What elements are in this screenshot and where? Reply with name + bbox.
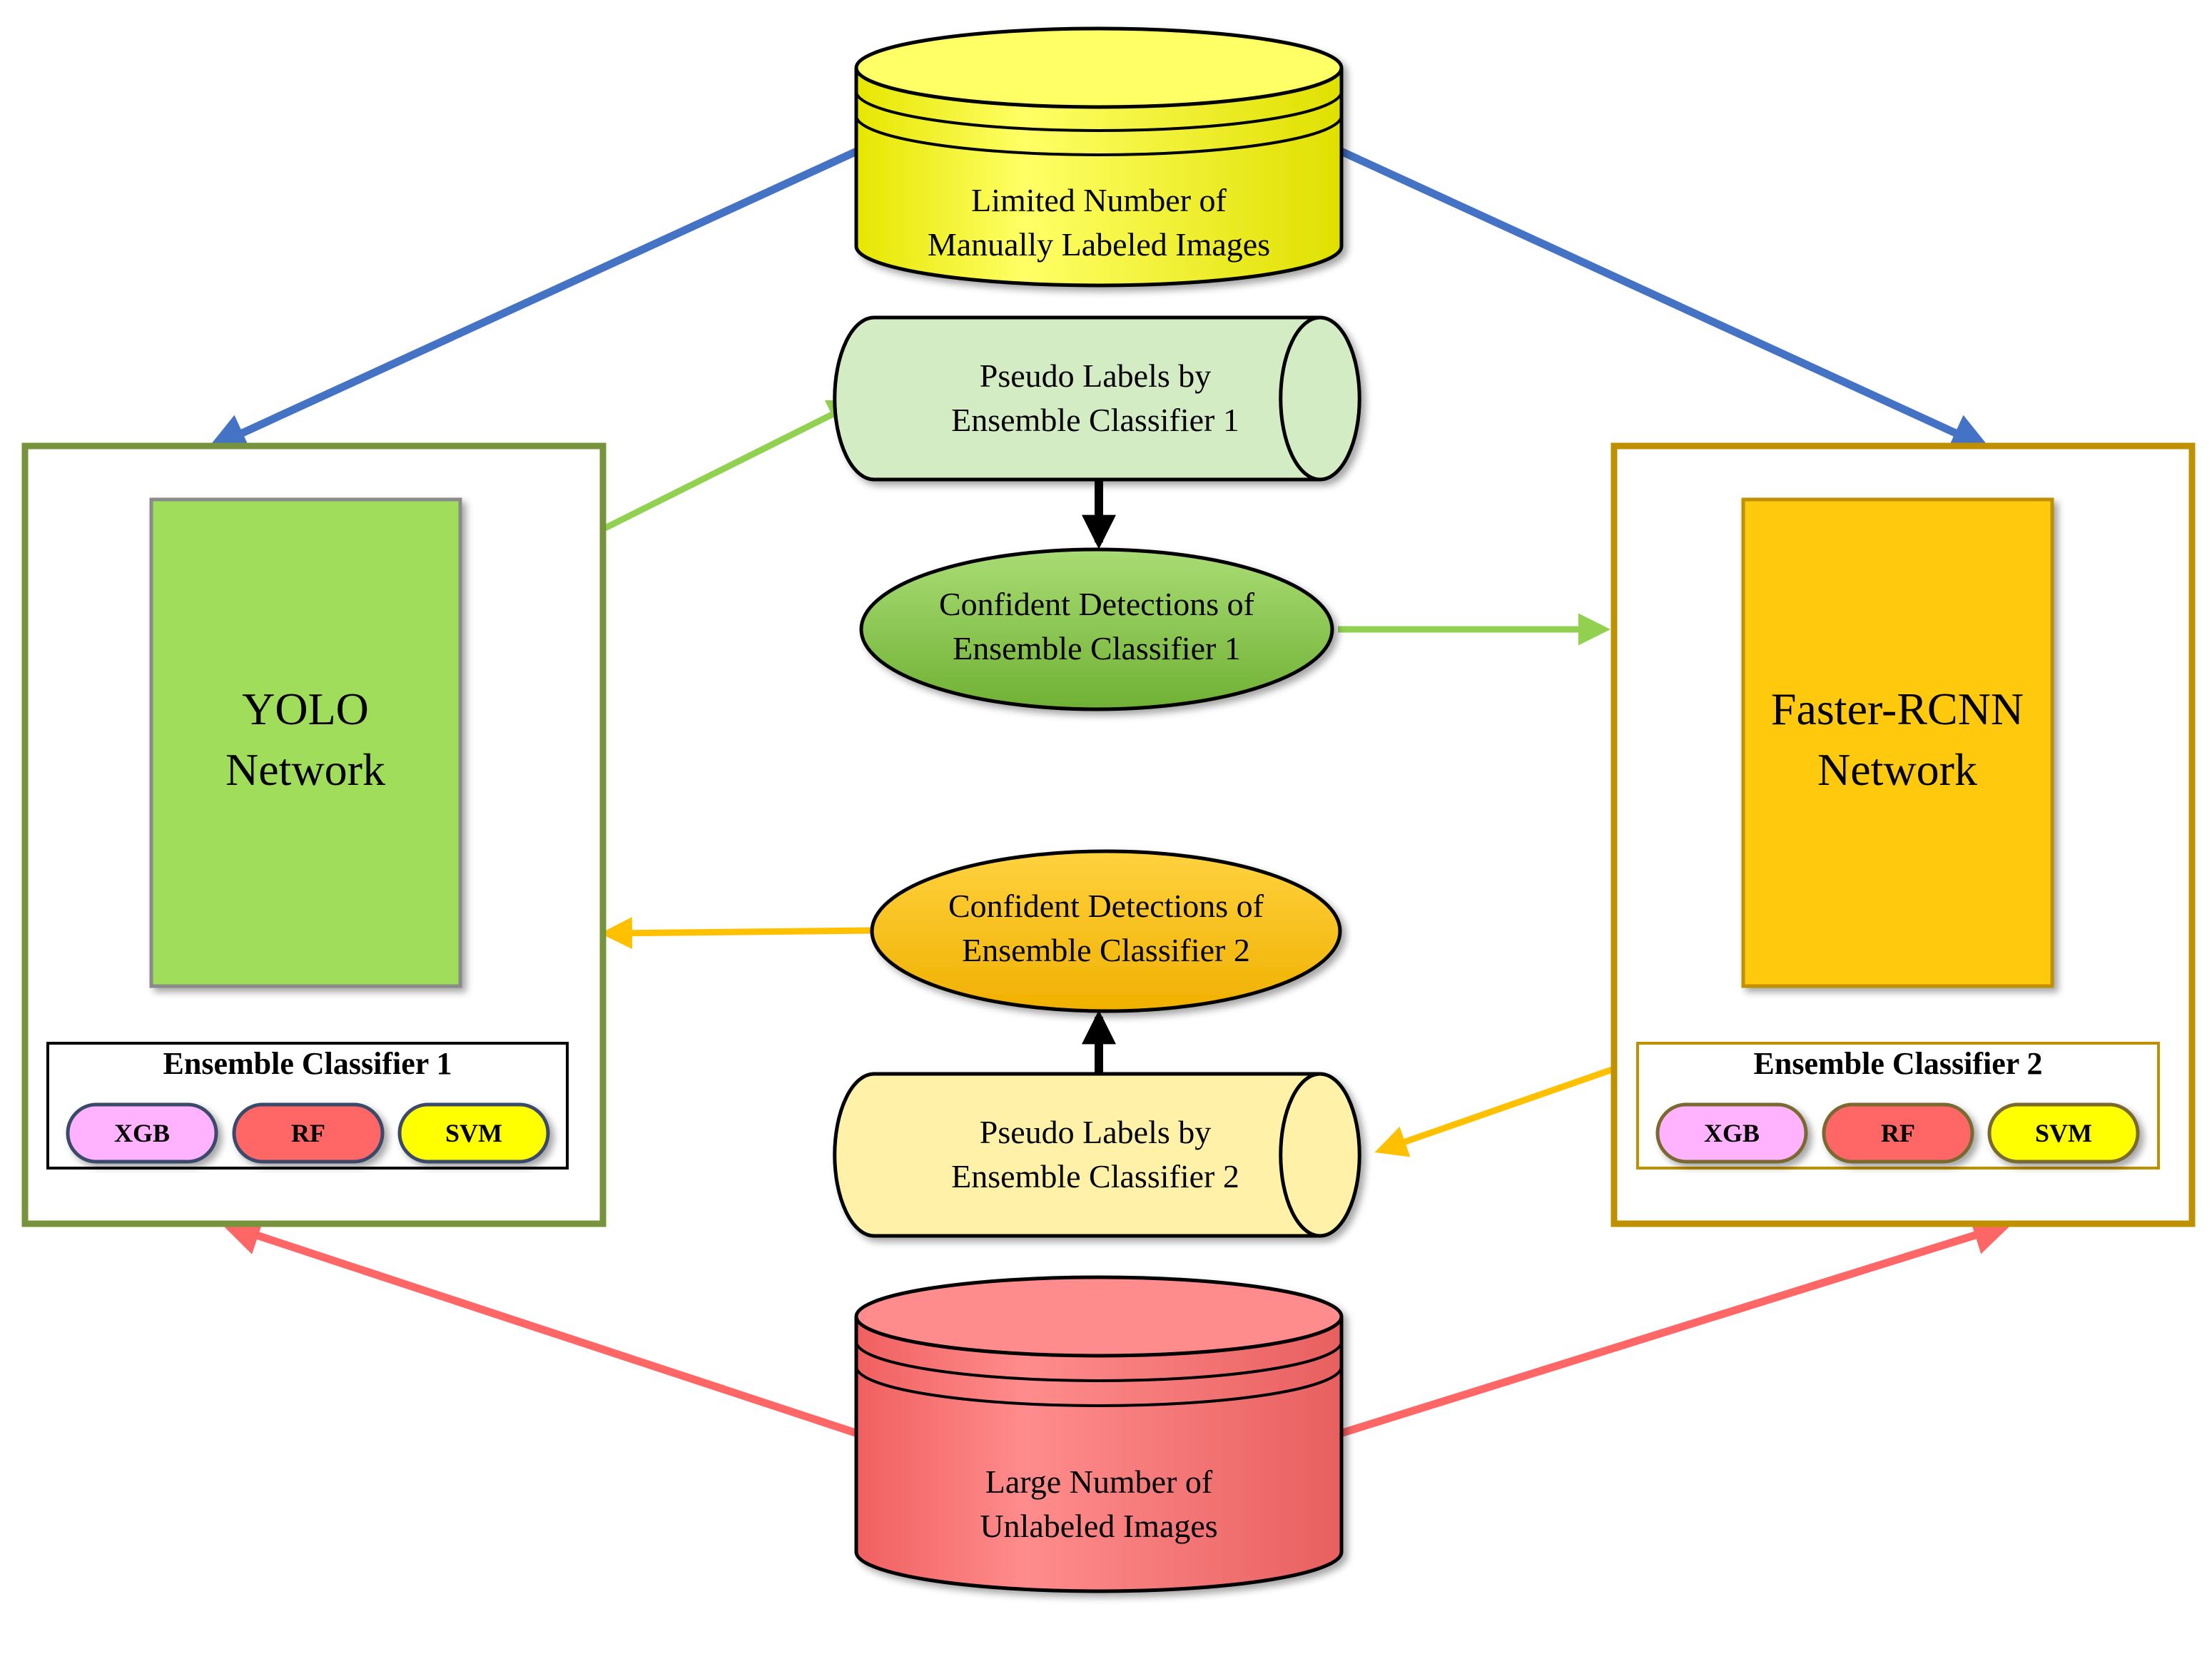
ensemble-classifier-2-title: Ensemble Classifier 2 — [1754, 1046, 2043, 1081]
faster-rcnn-panel: Faster-RCNN Network Ensemble Classifier … — [1610, 442, 2196, 1227]
pseudo-labels-2-line1: Pseudo Labels by — [980, 1114, 1212, 1150]
pseudo-labels-1-line1: Pseudo Labels by — [980, 357, 1212, 394]
arrow-confident2-to-yolo — [600, 917, 873, 950]
pseudo-labels-1: Pseudo Labels by Ensemble Classifier 1 — [833, 315, 1361, 482]
confident-detections-1-line1: Confident Detections of — [939, 586, 1255, 622]
arrow-unlabeled-to-faster — [1336, 1216, 2013, 1439]
labeled-images-line1: Limited Number of — [971, 182, 1227, 218]
classifier-pill-rf-2: RF — [1822, 1102, 1974, 1164]
arrow-labeled-to-faster — [1336, 146, 1991, 451]
classifier-label-svm-1: SVM — [445, 1119, 502, 1147]
confident-detections-2-line2: Ensemble Classifier 2 — [962, 932, 1250, 968]
classifier-pill-xgb-2: XGB — [1655, 1102, 1808, 1164]
labeled-images-line2: Manually Labeled Images — [928, 226, 1270, 263]
labeled-images-database: Limited Number of Manually Labeled Image… — [854, 26, 1344, 288]
pseudo-labels-2-line2: Ensemble Classifier 2 — [951, 1158, 1239, 1194]
classifier-label-xgb-1: XGB — [114, 1119, 170, 1147]
yolo-panel: YOLO Network Ensemble Classifier 1 XGB R… — [21, 442, 607, 1227]
classifier-label-xgb-2: XGB — [1704, 1119, 1760, 1147]
confident-detections-2-line1: Confident Detections of — [948, 888, 1264, 924]
yolo-network-line2: Network — [225, 744, 385, 795]
classifier-pill-svm-1: SVM — [397, 1102, 550, 1164]
arrow-unlabeled-to-yolo — [220, 1217, 861, 1439]
arrow-yolo-to-pseudo1 — [603, 400, 861, 532]
classifier-pill-svm-2: SVM — [1987, 1102, 2140, 1164]
pseudo-labels-2: Pseudo Labels by Ensemble Classifier 2 — [833, 1072, 1361, 1238]
faster-rcnn-network-block — [1741, 497, 2054, 988]
classifier-label-rf-2: RF — [1881, 1119, 1915, 1147]
arrow-labeled-to-yolo — [207, 146, 862, 451]
arrow-faster-to-pseudo2 — [1374, 1065, 1615, 1157]
yolo-network-block — [149, 497, 462, 988]
classifier-pill-xgb-1: XGB — [66, 1102, 218, 1164]
confident-detections-1-line2: Ensemble Classifier 1 — [953, 630, 1241, 666]
unlabeled-images-line2: Unlabeled Images — [980, 1508, 1217, 1544]
confident-detections-1: Confident Detections of Ensemble Classif… — [859, 547, 1334, 711]
yolo-network-line1: YOLO — [242, 684, 369, 734]
pseudo-labels-1-line2: Ensemble Classifier 1 — [951, 402, 1239, 438]
classifier-label-svm-2: SVM — [2035, 1119, 2092, 1147]
classifier-label-rf-1: RF — [291, 1119, 325, 1147]
unlabeled-images-database: Large Number of Unlabeled Images — [854, 1275, 1344, 1593]
classifier-pill-rf-1: RF — [232, 1102, 385, 1164]
faster-rcnn-line2: Network — [1817, 744, 1977, 795]
confident-detections-2: Confident Detections of Ensemble Classif… — [870, 849, 1342, 1013]
ensemble-classifier-1-title: Ensemble Classifier 1 — [163, 1046, 452, 1081]
unlabeled-images-line1: Large Number of — [985, 1463, 1213, 1500]
faster-rcnn-line1: Faster-RCNN — [1771, 684, 2024, 734]
